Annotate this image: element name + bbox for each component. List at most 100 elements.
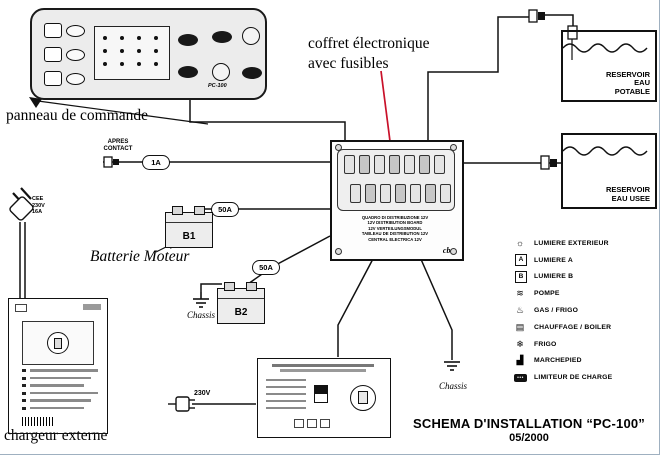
panel-dark-button-1 — [178, 34, 198, 46]
tank-potable-label: RESERVOIR EAU POTABLE — [606, 70, 650, 97]
plug-230v-icon — [168, 396, 195, 412]
callout-coffret: coffret électronique avec fusibles — [308, 34, 430, 74]
tank-potable: RESERVOIR EAU POTABLE — [561, 30, 657, 102]
brand-mark — [83, 304, 101, 310]
battery-line — [166, 222, 212, 223]
bullet — [22, 369, 26, 372]
legend-label: LUMIERE A — [534, 256, 573, 264]
battery-line — [218, 298, 264, 299]
legend-label: LUMIERE EXTERIEUR — [534, 239, 609, 247]
text-line — [266, 400, 306, 403]
heating-boiler-icon: ▤ — [515, 321, 525, 332]
panel-dark-button-3 — [212, 31, 232, 43]
bullet — [22, 376, 26, 380]
bullet — [22, 391, 26, 395]
fuse — [365, 184, 376, 203]
wire-panel-to-box — [189, 96, 346, 141]
external-charger-box — [8, 298, 108, 434]
indicator-dot — [154, 62, 158, 66]
legend-label: CHAUFFAGE / BOILER — [534, 323, 612, 331]
bullet — [22, 384, 26, 387]
panel-button-2 — [66, 49, 85, 61]
indicator-dot — [103, 36, 107, 40]
socket-slot — [54, 338, 62, 349]
charger-socket-panel — [22, 321, 94, 365]
fuse — [380, 184, 391, 203]
cee-label: CEE 230V 16A — [32, 196, 45, 216]
connector-top — [528, 9, 545, 23]
title-line — [280, 369, 366, 372]
callout-panneau: panneau de commande — [6, 107, 149, 124]
fuse — [440, 184, 451, 203]
label-230v: 230V — [194, 390, 211, 397]
power-button-icon — [242, 27, 260, 45]
chassis-label-right: Chassis — [438, 381, 467, 391]
wire-box-to-chassis — [419, 256, 453, 360]
fuse-50a-b1: 50A — [211, 202, 239, 217]
socket-slot — [358, 391, 368, 404]
text-line — [30, 391, 98, 394]
panel-button-3 — [66, 73, 85, 85]
screw — [450, 144, 457, 151]
tank-usee-label: RESERVOIR EAU USEE — [605, 185, 650, 203]
legend-label: LUMIERE B — [534, 273, 574, 281]
battery-b2-label: B2 — [234, 307, 248, 318]
tank-usee: RESERVOIR EAU USEE — [561, 133, 657, 209]
text-line — [266, 407, 306, 410]
legend-label: FRIGO — [534, 340, 557, 348]
legend-row: ▤ CHAUFFAGE / BOILER — [513, 319, 659, 336]
panel-left-icon-3 — [44, 71, 62, 86]
legend-label: GAS / FRIGO — [534, 307, 579, 315]
indicator-dot — [103, 62, 107, 66]
indicator-dot — [137, 36, 141, 40]
schema-date: 05/2000 — [509, 432, 549, 444]
panel-left-icon-1 — [44, 23, 62, 38]
wire-box-to-charger-unit — [337, 256, 375, 357]
battery-terminal — [246, 282, 257, 291]
distribution-text-5: CENTRAL ELECTRICA 12V — [368, 236, 422, 242]
tank-usee-line1: RESERVOIR — [605, 185, 650, 194]
step-icon: ▟ — [516, 355, 524, 366]
icon-box — [294, 419, 304, 428]
light-a-icon: A — [515, 254, 527, 267]
panel-left-icon-2 — [44, 47, 62, 62]
switch-icon — [314, 385, 328, 403]
fuse — [419, 155, 430, 174]
legend-row: ♨ GAS / FRIGO — [513, 302, 659, 319]
control-panel: PC-100 — [30, 8, 267, 100]
connector-usee — [540, 155, 557, 170]
gas-fridge-icon: ♨ — [515, 305, 525, 316]
charger-unit-box — [257, 358, 391, 438]
title-line — [272, 364, 374, 367]
indicator-dot — [120, 62, 124, 66]
callout-batterie: Batterie Moteur — [90, 248, 190, 265]
fuse — [350, 184, 361, 203]
fuse-1a: 1A — [142, 155, 170, 170]
barcode — [22, 417, 54, 426]
distribution-box-text: QUADRO DI DISTRIBUZIONE 12V 12V DISTRIBU… — [333, 215, 457, 242]
fuse — [425, 184, 436, 203]
charger-text-rows — [22, 369, 102, 415]
legend-label: MARCHEPIED — [534, 357, 582, 365]
callout-chargeur: chargeur externe — [4, 427, 108, 444]
cee-plug-icon — [9, 187, 34, 221]
text-line — [266, 379, 306, 382]
battery-b1: B1 — [165, 206, 213, 248]
panel-dark-button-2 — [178, 66, 198, 78]
tank-potable-line3: POTABLE — [614, 86, 650, 96]
bullet — [22, 406, 26, 410]
tank-potable-line2: EAU — [634, 78, 650, 87]
distribution-text-2: 12V DISTRIBUTION BOARD — [367, 220, 423, 226]
screw — [450, 248, 457, 255]
distribution-text-3: 12V VERTEILUNGSMODUL — [368, 225, 422, 231]
fuse — [410, 184, 421, 203]
legend-row: A LUMIERE A — [513, 252, 659, 269]
chassis-label-left: Chassis — [186, 310, 215, 320]
legend-label: POMPE — [534, 290, 560, 298]
indicator-dot — [137, 62, 141, 66]
callout-coffret-line2: avec fusibles — [308, 55, 389, 72]
wire-box-to-top-connector — [427, 16, 529, 141]
fridge-icon: ❄ — [516, 338, 524, 349]
legend-row: B LUMIERE B — [513, 269, 659, 286]
